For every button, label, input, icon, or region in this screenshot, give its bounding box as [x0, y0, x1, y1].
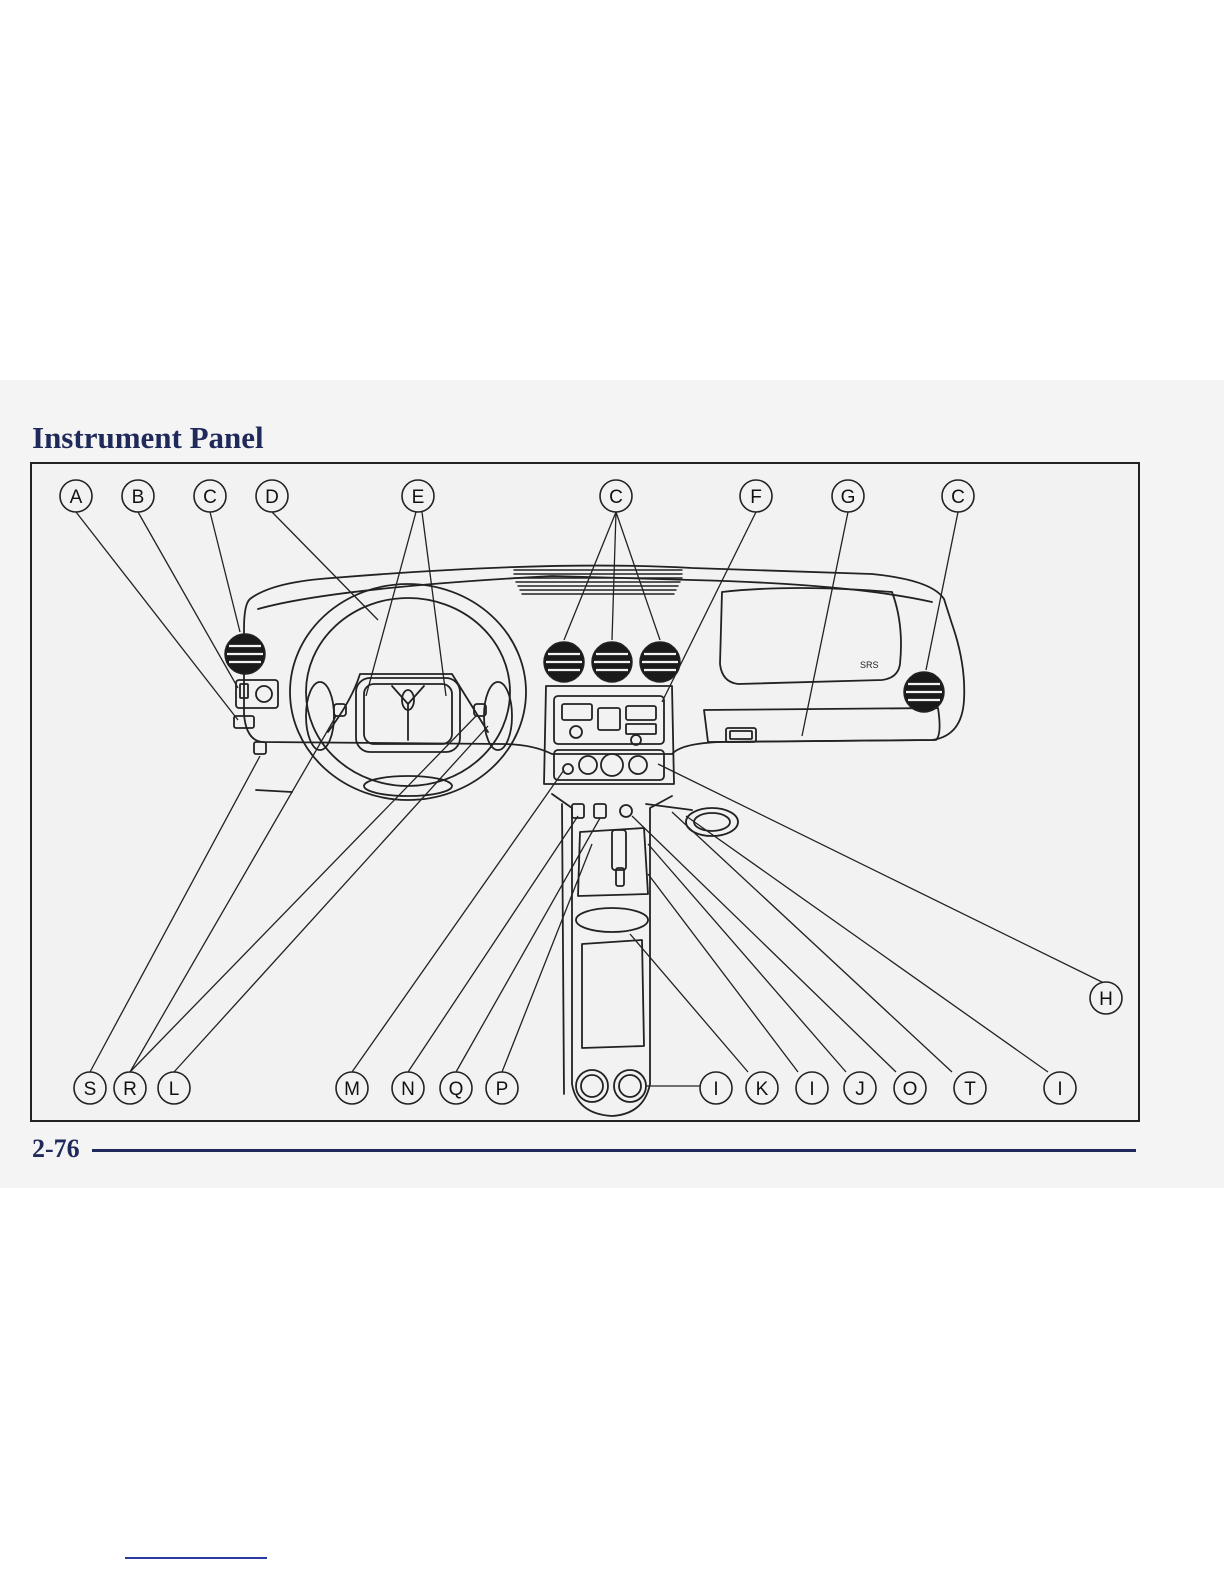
diagram-svg: SRS [32, 464, 1138, 1120]
callout-s: S [84, 1079, 97, 1100]
callout-o: O [903, 1079, 918, 1100]
page-title: Instrument Panel [32, 420, 264, 456]
callout-c-right: C [951, 487, 965, 508]
callout-q: Q [449, 1079, 464, 1100]
callouts-top [60, 480, 974, 512]
callout-p: P [496, 1079, 509, 1100]
footer-rule [92, 1149, 1136, 1152]
srs-label: SRS [860, 660, 879, 670]
callout-c-center: C [609, 487, 623, 508]
callout-i-2: I [809, 1079, 814, 1100]
callout-g: G [841, 487, 856, 508]
page-number: 2-76 [32, 1134, 80, 1164]
callout-r: R [123, 1079, 137, 1100]
callout-l: L [169, 1079, 180, 1100]
callout-i-1: I [713, 1079, 718, 1100]
callout-k: K [756, 1079, 769, 1100]
callout-j: J [855, 1079, 865, 1100]
callout-a: A [70, 487, 83, 508]
callout-f: F [750, 487, 762, 508]
callout-i-3: I [1057, 1079, 1062, 1100]
callout-t: T [964, 1079, 976, 1100]
leader-lines [76, 512, 1106, 1086]
callouts-bottom [74, 1072, 1076, 1104]
vent-louvers [227, 646, 942, 700]
callout-e: E [412, 487, 425, 508]
callout-m: M [344, 1079, 360, 1100]
callout-n: N [401, 1079, 415, 1100]
callout-b: B [132, 487, 145, 508]
instrument-panel-diagram: SRS [30, 462, 1140, 1122]
bottom-link-rule [125, 1557, 267, 1559]
callout-c-left: C [203, 487, 217, 508]
callout-h: H [1099, 989, 1113, 1010]
callout-d: D [265, 487, 279, 508]
